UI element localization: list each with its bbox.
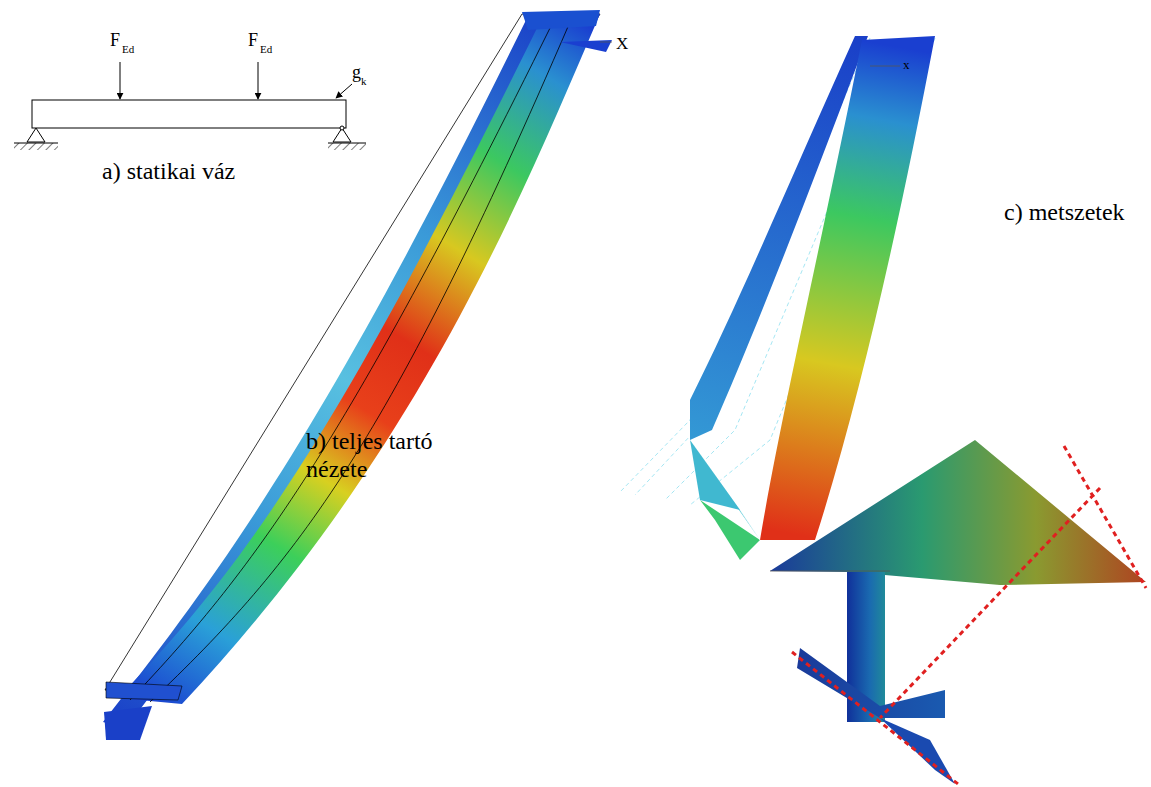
caption-a: a) statikai váz	[102, 158, 235, 186]
axis-label: x	[903, 58, 910, 73]
beam-3d-view	[103, 10, 612, 740]
caption-c: c) metszetek	[1004, 199, 1125, 227]
static-scheme	[14, 62, 366, 150]
caption-b: b) teljes tartó nézete	[306, 428, 476, 483]
cross-section	[770, 440, 1146, 784]
section-view	[620, 36, 935, 560]
load-subscript: k	[361, 75, 367, 88]
force-subscript: Ed	[122, 43, 134, 56]
axis-label: X	[616, 34, 628, 54]
force-symbol: F	[110, 30, 120, 51]
force-symbol: F	[248, 30, 258, 51]
load-symbol: g	[352, 62, 361, 83]
force-subscript: Ed	[260, 43, 272, 56]
